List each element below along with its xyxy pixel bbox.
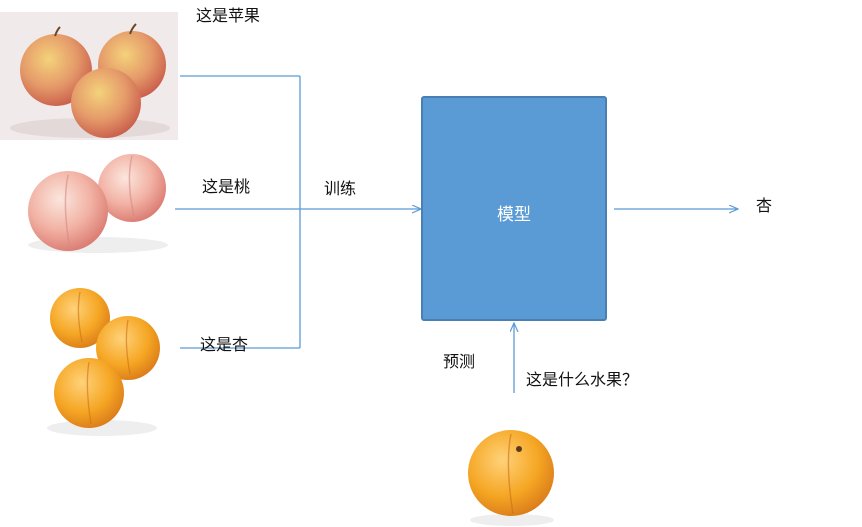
peach-photo-icon bbox=[22, 145, 174, 255]
apricot-query-photo-icon bbox=[468, 430, 554, 526]
training-connectors bbox=[180, 75, 301, 349]
apple-photo-icon bbox=[0, 12, 178, 140]
model-label: 模型 bbox=[497, 205, 531, 225]
apricot-photo-icon bbox=[47, 288, 160, 436]
apple-label: 这是苹果 bbox=[196, 6, 261, 25]
peach-label: 这是桃 bbox=[202, 177, 251, 196]
predict-label: 预测 bbox=[443, 352, 476, 371]
train-label: 训练 bbox=[324, 179, 357, 198]
apricot-label: 这是杏 bbox=[200, 335, 249, 354]
question-label: 这是什么水果？ bbox=[526, 370, 639, 389]
output-label: 杏 bbox=[756, 196, 773, 215]
model-box: 模型 bbox=[421, 96, 607, 321]
